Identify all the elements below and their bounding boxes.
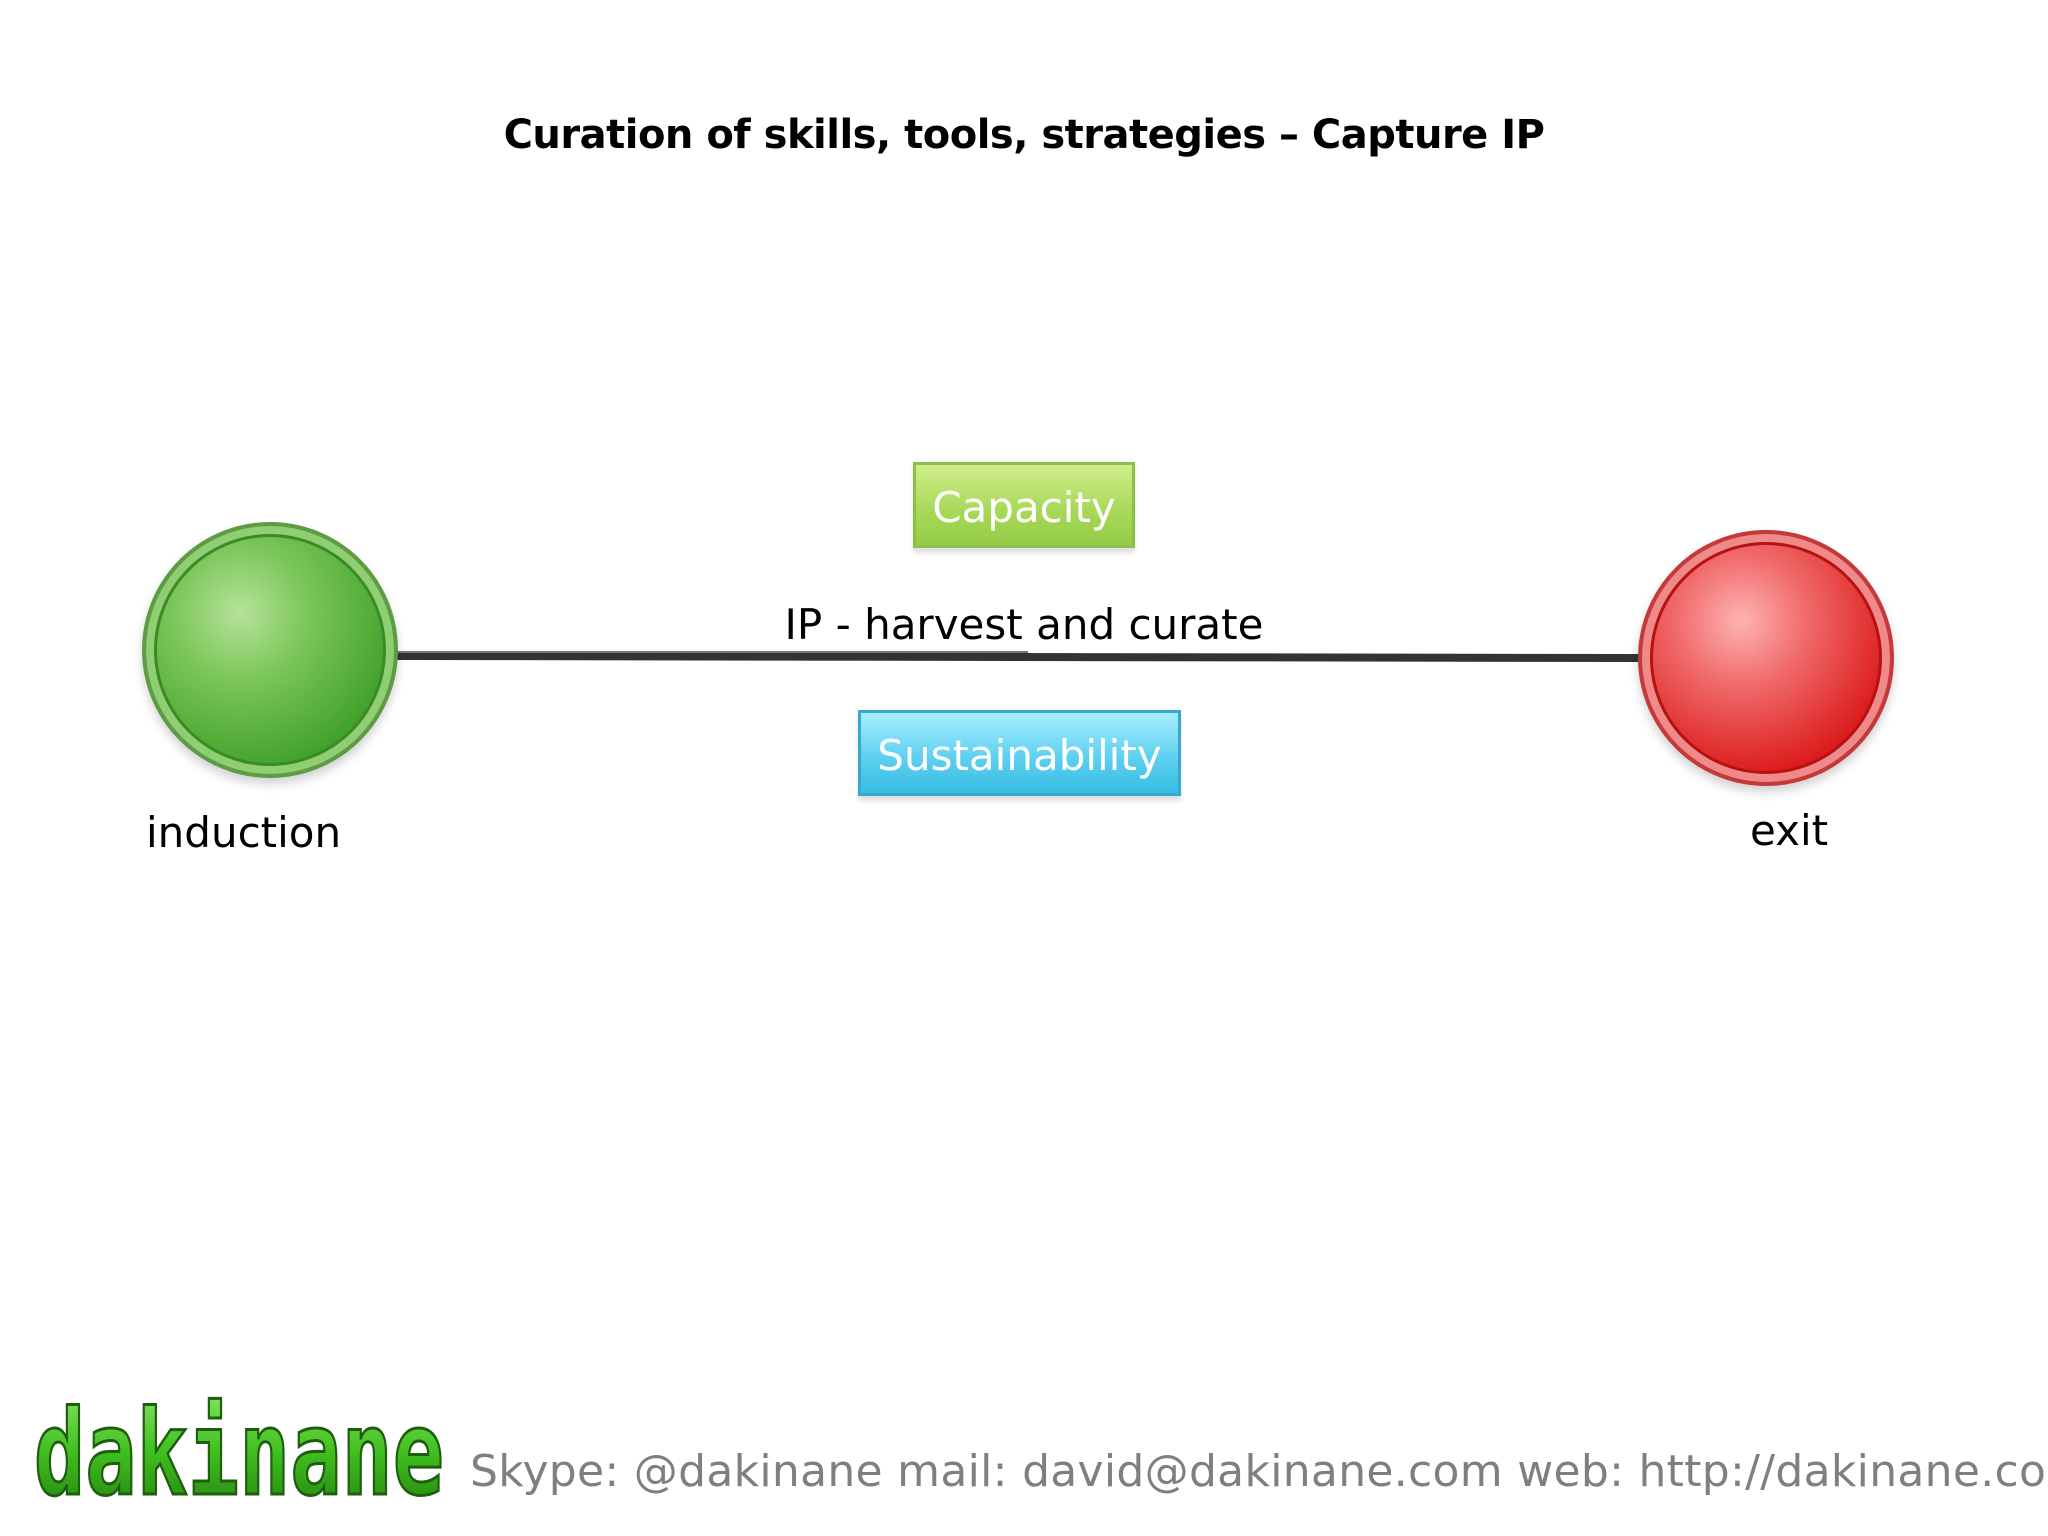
edge-label: IP - harvest and curate [784, 600, 1264, 649]
slide-title: Curation of skills, tools, strategies – … [503, 112, 1545, 158]
connector-line [395, 652, 1641, 662]
capacity-box: Capacity [913, 462, 1135, 548]
exit-node [1638, 530, 1894, 786]
logo-wordmark: dakinane [34, 1390, 444, 1510]
dakinane-logo: dakinane [33, 1390, 446, 1510]
sustainability-box: Sustainability [858, 710, 1181, 796]
induction-label: induction [146, 808, 342, 857]
exit-label: exit [1750, 806, 1829, 855]
induction-node [142, 522, 398, 778]
footer-contact: Skype: @dakinane mail: david@dakinane.co… [470, 1446, 2048, 1497]
